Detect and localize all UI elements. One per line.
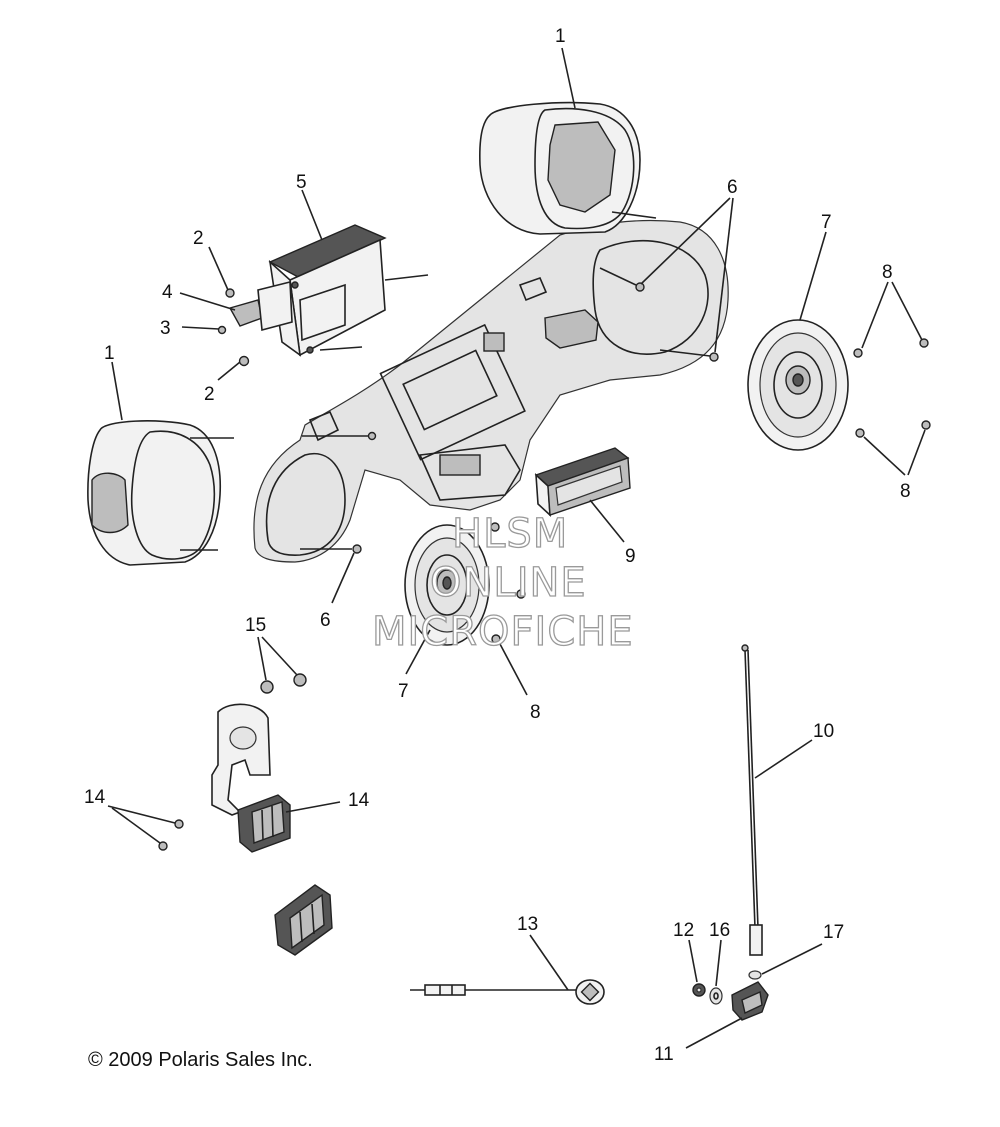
- nut-12: [692, 983, 706, 997]
- callout-label: 8: [900, 481, 911, 502]
- leader-lines: [107, 47, 926, 1049]
- switch-lower: [274, 884, 333, 956]
- callout-label: 3: [160, 318, 171, 339]
- radio-unit: [534, 447, 631, 517]
- callout-label: 9: [625, 546, 636, 567]
- callout-label: 5: [296, 172, 307, 193]
- callout-label: 7: [821, 212, 832, 233]
- callout-label: 1: [104, 343, 115, 364]
- callout-label: 17: [823, 922, 844, 943]
- callout-label: 14: [84, 787, 106, 808]
- speaker-right: [747, 319, 849, 451]
- speaker-center: [404, 524, 490, 646]
- callout-label: 8: [530, 702, 541, 723]
- callout-label: 2: [193, 228, 204, 249]
- antenna-base: [731, 981, 769, 1021]
- callout-label: 6: [320, 610, 331, 631]
- speaker-pod-upper: [479, 101, 657, 235]
- callout-label: 13: [517, 914, 538, 935]
- watermark-line-3: MICROFICHE: [372, 609, 634, 655]
- switch-upper: [237, 794, 291, 853]
- copyright-text: © 2009 Polaris Sales Inc.: [88, 1049, 313, 1071]
- fasteners: [158, 267, 931, 851]
- watermark-line-2: ONLINE: [430, 560, 587, 606]
- callout-labels: 1 5 2 4 3 2 1 6 7 8 8 9 6 7 8 15 10 14 1…: [84, 26, 911, 1065]
- callout-label: 4: [162, 282, 173, 303]
- callout-label: 7: [398, 681, 409, 702]
- callout-label: 15: [245, 615, 266, 636]
- washer-17: [748, 970, 762, 980]
- callout-label: 2: [204, 384, 215, 405]
- callout-label: 6: [727, 177, 738, 198]
- amplifier: [268, 224, 429, 357]
- callout-label: 14: [348, 790, 370, 811]
- antenna-mast: [741, 644, 763, 956]
- callout-label: 16: [709, 920, 730, 941]
- antenna-cable: [410, 979, 605, 1005]
- watermark-line-1: HLSM: [452, 511, 568, 557]
- callout-label: 10: [813, 721, 834, 742]
- washer-16: [709, 987, 723, 1005]
- callout-label: 1: [555, 26, 566, 47]
- callout-label: 11: [654, 1044, 674, 1065]
- fairing-inner-panel: [253, 219, 729, 563]
- speaker-pod-lower: [87, 420, 234, 566]
- watermark: HLSM ONLINE MICROFICHE: [371, 510, 634, 655]
- callout-label: 12: [673, 920, 694, 941]
- switch-bracket: [211, 703, 271, 816]
- callout-label: 8: [882, 262, 893, 283]
- amp-bracket: [228, 280, 293, 332]
